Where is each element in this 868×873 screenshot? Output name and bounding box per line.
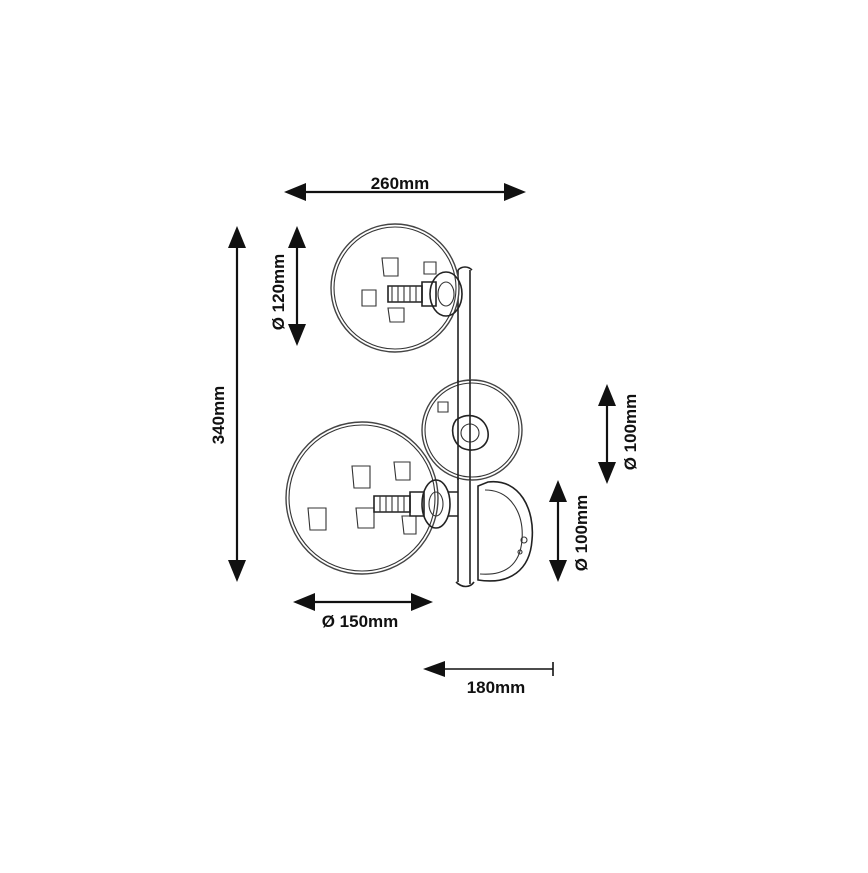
dimension-globe-low: Ø 100mm — [549, 480, 591, 582]
globe-middle — [421, 379, 523, 481]
wall-lamp-sketch — [285, 223, 534, 588]
dimension-width-top: 260mm — [284, 174, 526, 201]
label-globe-top: Ø 120mm — [269, 254, 288, 331]
dimension-globe-large: Ø 150mm — [293, 593, 433, 631]
label-width-top: 260mm — [371, 174, 430, 193]
label-globe-low: Ø 100mm — [572, 495, 591, 572]
label-globe-middle: Ø 100mm — [621, 394, 640, 471]
dimension-globe-middle: Ø 100mm — [598, 384, 640, 484]
globe-large — [285, 421, 458, 575]
dimension-height-total: 340mm — [209, 226, 246, 582]
dimension-globe-top: Ø 120mm — [269, 226, 306, 346]
dimension-depth: 180mm — [423, 661, 554, 697]
label-globe-large: Ø 150mm — [322, 612, 399, 631]
label-height-total: 340mm — [209, 386, 228, 445]
wall-canopy — [477, 481, 534, 582]
label-depth: 180mm — [467, 678, 526, 697]
globe-top — [330, 223, 463, 353]
